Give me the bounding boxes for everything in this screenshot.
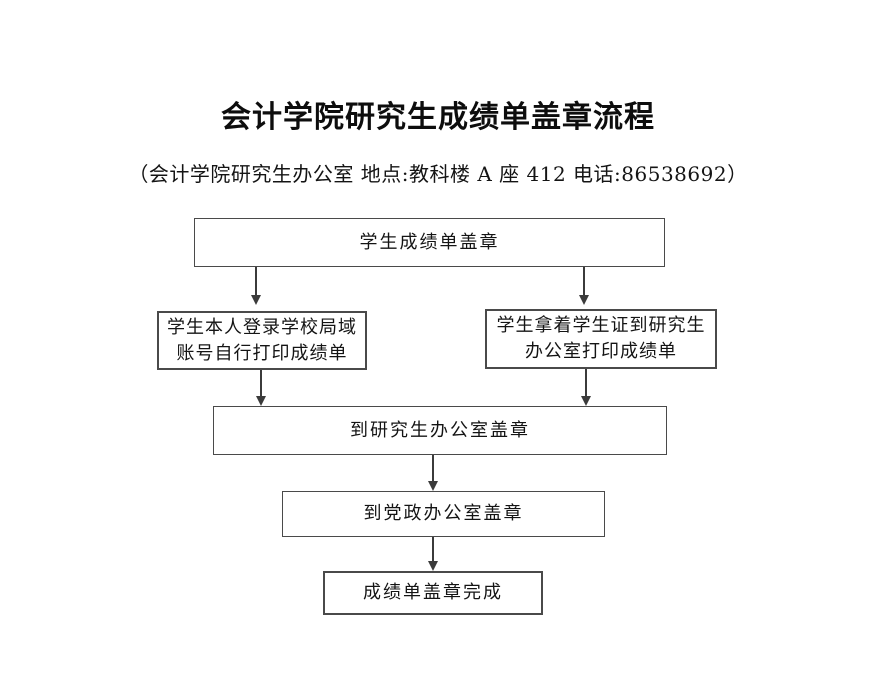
page-title: 会计学院研究生成绩单盖章流程 — [221, 100, 655, 135]
flow-node-office-print: 学生拿着学生证到研究生 办公室打印成绩单 — [485, 309, 717, 369]
flow-node-done: 成绩单盖章完成 — [323, 571, 543, 615]
flow-node-party-office-stamp: 到党政办公室盖章 — [282, 491, 605, 537]
flow-node-self-print: 学生本人登录学校局域 账号自行打印成绩单 — [157, 311, 367, 370]
flow-node-start: 学生成绩单盖章 — [194, 218, 665, 267]
arrow-down-to-party-stamp — [432, 455, 434, 481]
arrow-down-to-done — [432, 537, 434, 561]
page-subtitle: （会计学院研究生办公室 地点:教科楼 A 座 412 电话:86538692） — [128, 162, 748, 186]
flow-node-grad-office-stamp: 到研究生办公室盖章 — [213, 406, 667, 455]
arrow-down-from-office-print — [585, 369, 587, 396]
arrow-down-from-self-print — [260, 370, 262, 396]
arrow-down-to-office-print — [583, 267, 585, 295]
arrow-down-to-self-print — [255, 267, 257, 295]
